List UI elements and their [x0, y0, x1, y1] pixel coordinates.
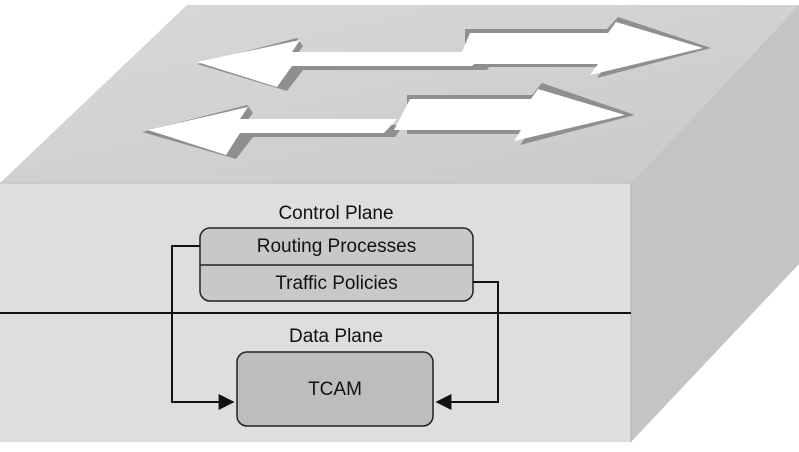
tcam-label: TCAM	[308, 379, 362, 400]
arrow-lower-right	[394, 89, 625, 141]
data-plane-label: Data Plane	[288, 326, 383, 347]
routing-processes-label: Routing Processes	[256, 236, 417, 257]
traffic-arrows	[142, 17, 711, 159]
switch-side-face	[631, 5, 799, 442]
arrow-lower-left	[148, 107, 397, 155]
control-plane-label: Control Plane	[278, 203, 394, 224]
traffic-policies-label: Traffic Policies	[275, 273, 398, 294]
arrow-upper-left	[197, 40, 487, 87]
routing-to-tcam-connector	[171, 245, 235, 410]
tcam-box	[236, 351, 434, 427]
policies-to-tcam-connector	[435, 281, 499, 410]
arrow-upper-right	[457, 22, 703, 75]
